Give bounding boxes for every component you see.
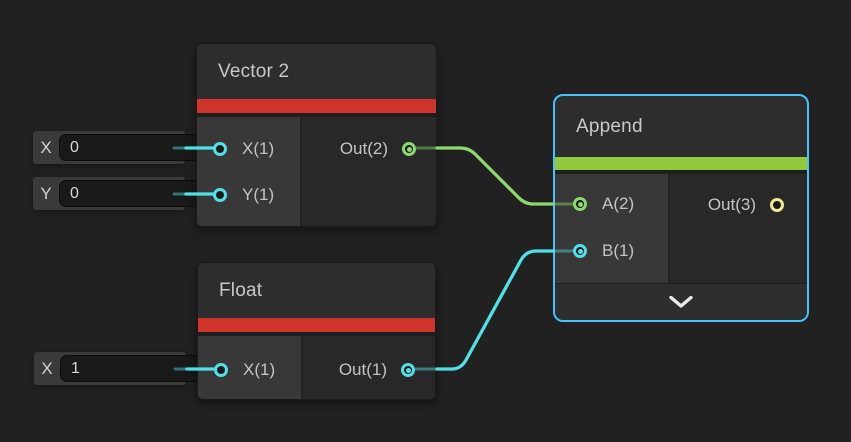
node-preview-collapse-button[interactable] — [555, 283, 807, 320]
output-port-out2[interactable] — [402, 142, 416, 156]
port-row: Y(1) — [213, 185, 274, 205]
value-widget-label: Y — [40, 183, 52, 203]
value-widget-float-x: X — [34, 352, 294, 385]
input-port-a[interactable] — [573, 197, 587, 211]
node-body: X(1) Y(1) Out(2) — [197, 117, 436, 226]
divider — [555, 170, 807, 174]
category-color-bar — [198, 318, 435, 332]
port-label: Out(1) — [338, 360, 387, 379]
node-vector2[interactable]: Vector 2 X(1) Y(1) Out(2) — [196, 43, 437, 227]
port-row: Out(2) — [340, 139, 416, 159]
input-port-x[interactable] — [213, 142, 227, 156]
node-body: A(2) B(1) Out(3) — [555, 174, 807, 283]
category-color-bar — [555, 157, 807, 170]
port-label: A(2) — [602, 194, 635, 213]
output-port-out1[interactable] — [401, 363, 415, 377]
input-port-b[interactable] — [573, 244, 587, 258]
node-title: Append — [576, 115, 643, 137]
divider — [197, 113, 436, 117]
port-row: B(1) — [573, 241, 634, 261]
input-section — [197, 117, 302, 226]
port-row: Out(3) — [708, 195, 784, 215]
node-title: Float — [219, 279, 263, 301]
chevron-down-icon — [669, 296, 693, 308]
value-widget-label: X — [41, 358, 53, 378]
port-row: A(2) — [573, 194, 634, 214]
node-float[interactable]: Float X(1) Out(1) — [197, 262, 436, 400]
port-label: X(1) — [243, 360, 276, 379]
node-header[interactable]: Float — [198, 263, 435, 318]
port-row: X(1) — [214, 360, 275, 380]
edge-float-out-to-append-b[interactable] — [435, 249, 555, 371]
value-widget-label: X — [40, 137, 52, 157]
value-widget-vector2-x: X — [33, 131, 293, 164]
port-row: Out(1) — [339, 360, 415, 380]
port-row: X(1) — [213, 139, 274, 159]
node-header[interactable]: Vector 2 — [197, 44, 436, 99]
input-port-y[interactable] — [213, 188, 227, 202]
output-port-out3[interactable] — [770, 198, 784, 212]
category-color-bar — [197, 99, 436, 113]
node-header[interactable]: Append — [555, 96, 807, 157]
node-title: Vector 2 — [218, 60, 290, 82]
port-label: X(1) — [242, 139, 275, 158]
input-section — [555, 174, 670, 283]
value-widget-vector2-y: Y — [33, 177, 293, 210]
node-body: X(1) Out(1) — [198, 336, 435, 399]
input-port-x[interactable] — [214, 363, 228, 377]
divider — [198, 332, 435, 336]
port-label: Out(2) — [339, 139, 388, 158]
port-label: Y(1) — [242, 185, 275, 204]
node-append-selected[interactable]: Append A(2) B(1) Out(3) — [553, 94, 809, 322]
port-label: Out(3) — [707, 195, 756, 214]
edge-vector2-out-to-append-a[interactable] — [435, 146, 555, 206]
port-label: B(1) — [602, 241, 635, 260]
